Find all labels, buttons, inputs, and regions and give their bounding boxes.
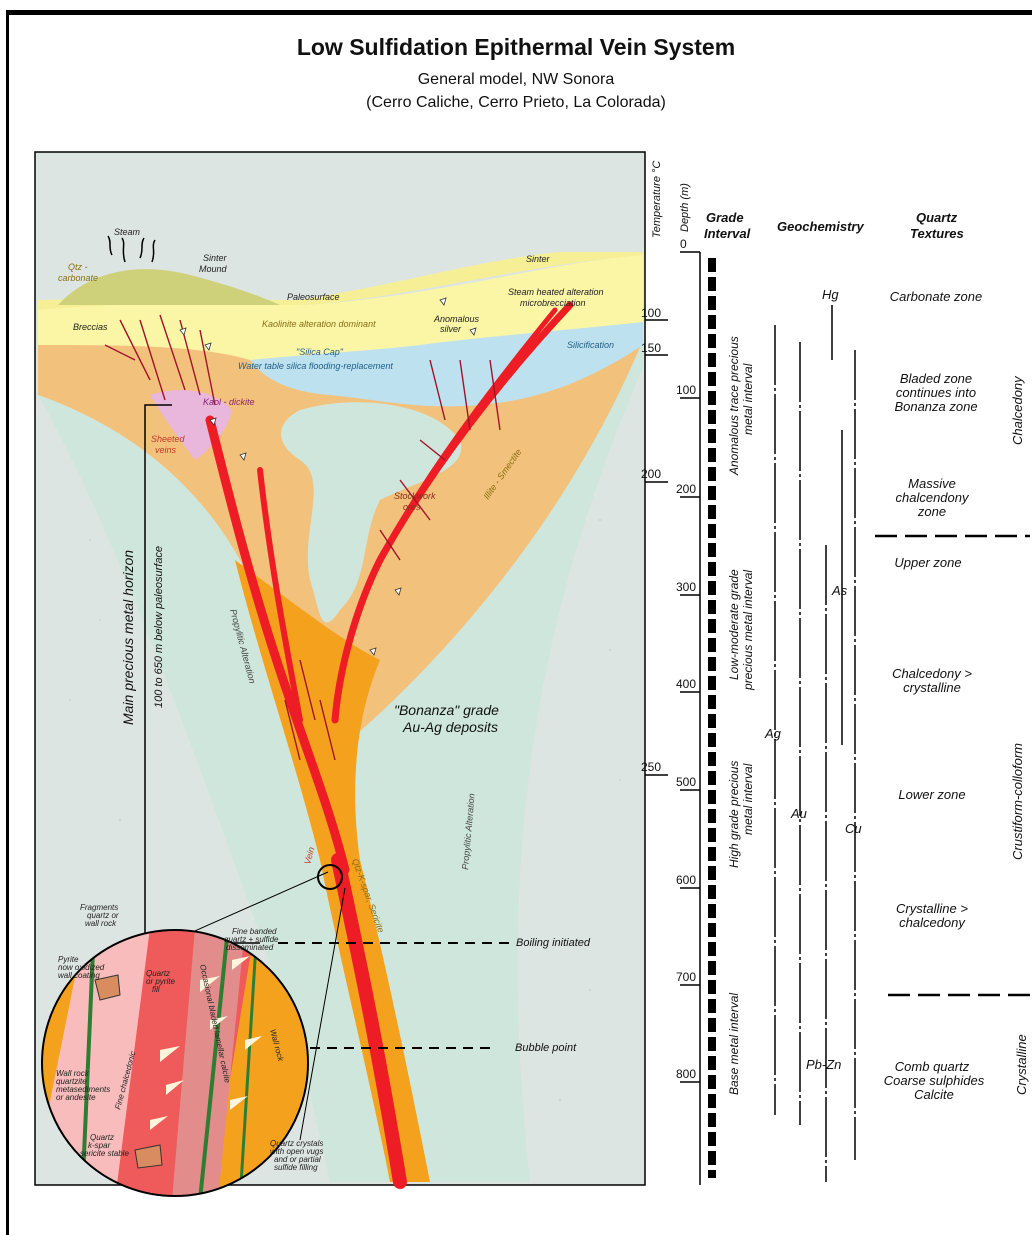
quartz-zone-label: Calcite <box>914 1087 954 1102</box>
depth-tick: 400 <box>676 677 696 691</box>
breccias-label: Breccias <box>73 322 108 332</box>
water-table-label: Water table silica flooding-replacement <box>238 361 393 371</box>
depth-tick: 300 <box>676 580 696 594</box>
kaolinite-label: Kaolinite alteration dominant <box>262 319 376 329</box>
qtz-carbonate-label: carbonate <box>58 273 98 283</box>
quartz-zone-label: Carbonate zone <box>890 289 983 304</box>
quartz-zone-label: Comb quartz <box>895 1059 970 1074</box>
ag-label: Ag <box>764 726 782 741</box>
quartz-zone-label: Coarse sulphides <box>884 1073 985 1088</box>
texture-class-label: Crustiform-colloform <box>1010 743 1025 860</box>
temp-tick: 150 <box>641 341 661 355</box>
fragments-label: wall rock <box>85 919 117 928</box>
fine-banded-label: disseminated <box>226 943 274 952</box>
quartz-zone-label: Chalcedony > <box>892 666 972 681</box>
temperature-ticks <box>645 320 668 775</box>
paleosurface-label: Paleosurface <box>287 292 340 302</box>
quartz-zone-label: chalcendony <box>896 490 970 505</box>
temp-tick: 200 <box>641 467 661 481</box>
texture-class-label: Chalcedony <box>1010 375 1025 445</box>
column-headers: Grade Interval Geochemistry Quartz Textu… <box>704 210 964 241</box>
grade-label: Anomalous trace precious <box>727 336 741 476</box>
quartz-kspar-label: sericite stable <box>80 1149 129 1158</box>
depth-ticks <box>680 252 700 1082</box>
sheeted-veins-label: veins <box>155 445 177 455</box>
hg-label: Hg <box>822 287 839 302</box>
geochem-header: Geochemistry <box>777 219 864 234</box>
pyrite-label: wall coating <box>58 971 100 980</box>
depth-tick: 500 <box>676 775 696 789</box>
temp-tick: 250 <box>641 760 661 774</box>
boiling-label: Boiling initiated <box>516 937 591 949</box>
bonanza-labels: "Bonanza" grade Au-Ag deposits <box>394 702 499 735</box>
temperature-axis-label: Temperature °C <box>651 161 663 238</box>
as-label: As <box>831 583 848 598</box>
depth-axis-label: Depth (m) <box>679 183 691 232</box>
depth-tick: 0 <box>680 237 687 251</box>
grade-label: High grade precious <box>727 761 741 868</box>
texture-class-labels: Chalcedony Crustiform-colloform Crystall… <box>1010 375 1029 1095</box>
grade-label: Base metal interval <box>727 993 741 1095</box>
grade-label: Low-moderate grade <box>727 569 741 680</box>
geochem-ranges <box>775 305 855 1182</box>
qtz-carbonate-label: Qtz - <box>68 262 88 272</box>
sinter-mound-label: Mound <box>199 264 228 274</box>
silicification-label: Silicification <box>567 340 614 350</box>
bonanza-label: Au-Ag deposits <box>402 719 498 735</box>
bubble-point-label: Bubble point <box>515 1042 577 1054</box>
quartz-zone-label: Upper zone <box>894 555 961 570</box>
sinter-mound-label: Sinter <box>203 253 228 263</box>
quartz-zone-label: Bladed zone <box>900 371 972 386</box>
geochem-labels: Hg As Ag Au Cu Pb-Zn <box>764 287 862 1072</box>
quartz-zone-label: continues into <box>896 385 976 400</box>
anomalous-silver-label: Anomalous <box>433 314 480 324</box>
quartz-zone-labels: Carbonate zone Bladed zone continues int… <box>884 289 985 1102</box>
sheeted-veins-label: Sheeted <box>151 434 186 444</box>
wall-rock-label: or andesite <box>56 1093 96 1102</box>
depth-tick: 800 <box>676 1067 696 1081</box>
depth-tick-labels: 0 100 200 300 400 500 600 700 800 <box>676 237 696 1081</box>
au-label: Au <box>790 806 807 821</box>
grade-label: metal interval <box>741 763 755 835</box>
depth-tick: 700 <box>676 970 696 984</box>
main-horizon-labels: Main precious metal horizon <box>120 550 136 725</box>
cu-label: Cu <box>845 821 862 836</box>
texture-class-label: Crystalline <box>1014 1034 1029 1095</box>
stockwork-label: ores <box>403 502 421 512</box>
depth-range-label: 100 to 650 m below paleosurface <box>153 546 165 708</box>
quartz-zone-label: zone <box>917 504 946 519</box>
grade-interval-labels: Anomalous trace precious metal interval … <box>727 336 755 1095</box>
quartz-zone-label: Crystalline > <box>896 901 968 916</box>
grade-label: metal interval <box>741 363 755 435</box>
anomalous-silver-label: silver <box>440 324 462 334</box>
quartz-zone-label: chalcedony <box>899 915 966 930</box>
grade-header: Grade <box>706 210 744 225</box>
kaol-dickite-label: Kaol - dickite <box>203 397 255 407</box>
temp-tick: 100 <box>641 306 661 320</box>
quartz-pyrite-label: or pyrite <box>146 977 175 986</box>
quartz-header: Quartz <box>916 210 958 225</box>
quartz-zone-label: Bonanza zone <box>894 399 977 414</box>
grade-label: precious metal interval <box>741 570 755 691</box>
depth-tick: 100 <box>676 383 696 397</box>
stockwork-label: Stockwork <box>394 491 436 501</box>
quartz-zone-label: Massive <box>908 476 956 491</box>
quartz-pyrite-label: fill <box>152 985 160 994</box>
silica-cap-label: "Silica Cap" <box>296 347 344 357</box>
pb-zn-label: Pb-Zn <box>806 1057 841 1072</box>
bonanza-label: "Bonanza" grade <box>394 702 499 718</box>
depth-tick: 200 <box>676 482 696 496</box>
main-horizon-label: Main precious metal horizon <box>120 550 136 725</box>
grade-header: Interval <box>704 226 751 241</box>
steam-heated-label: Steam heated alteration <box>508 287 604 297</box>
quartz-zone-label: crystalline <box>903 680 961 695</box>
crystals-label: sulfide filling <box>274 1163 318 1172</box>
steam-heated-label: microbrecciation <box>520 298 586 308</box>
quartz-zone-label: Lower zone <box>898 787 965 802</box>
steam-label: Steam <box>114 227 141 237</box>
sinter-label: Sinter <box>526 254 551 264</box>
depth-tick: 600 <box>676 873 696 887</box>
quartz-header: Textures <box>910 226 964 241</box>
